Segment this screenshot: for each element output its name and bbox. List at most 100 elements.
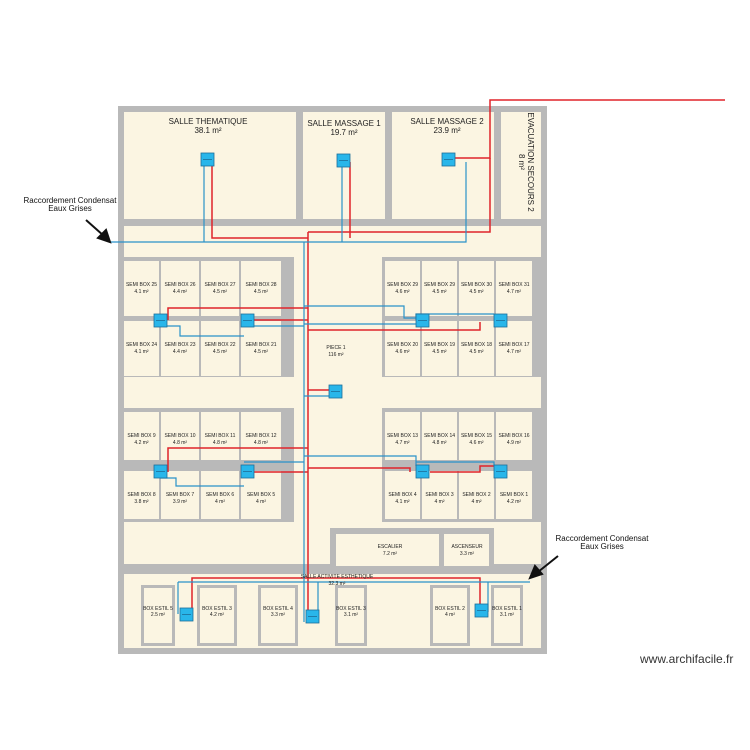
semi-box-name: SEMI BOX 4 [388, 492, 417, 498]
semi-box-area: 4.1 m² [134, 349, 149, 355]
semi-box-area: 4.1 m² [134, 289, 149, 295]
annotation-right-line2: Eaux Grises [580, 542, 624, 551]
estil-box-area: 4.2 m² [210, 612, 225, 618]
semi-box-cell [496, 412, 532, 460]
hot-top-left-a [167, 307, 308, 320]
label-piece-1-name: PIECE 1 [326, 345, 345, 351]
estil-box-area: 3.1 m² [344, 612, 359, 618]
semi-box-name: SEMI BOX 10 [164, 433, 195, 439]
semi-box-area: 4.7 m² [395, 440, 410, 446]
estil-box-name: BOX ESTIL 4 [263, 606, 293, 612]
semi-box-name: SEMI BOX 22 [204, 342, 235, 348]
semi-box-name: SEMI BOX 19 [424, 342, 455, 348]
label-salle-thematique-area: 38.1 m² [194, 126, 221, 135]
estil-box-cell [494, 588, 520, 643]
water-lines [110, 162, 530, 622]
estil-box-cell [144, 588, 172, 643]
annotation-right-line1: Raccordement Condensat [556, 534, 650, 543]
semi-box-name: SEMI BOX 18 [461, 342, 492, 348]
arrow-right-line [537, 555, 559, 573]
semi-box-cell [459, 261, 494, 316]
semi-box-area: 4.5 m² [432, 349, 447, 355]
watermark: www.archifacile.fr [640, 652, 734, 666]
hot-main-feed [455, 99, 725, 159]
hot-bottom-right-a [308, 467, 411, 472]
semi-box-cell [385, 261, 420, 316]
label-ascenseur-name: ASCENSEUR [451, 544, 483, 550]
semi-box-area: 4.5 m² [213, 289, 228, 295]
estil-box-cells [141, 585, 523, 646]
label-salle-activite-area: 32.3 m² [329, 581, 346, 587]
semi-box-cell [241, 261, 281, 316]
estil-box-name: BOX ESTIL 3 [336, 606, 366, 612]
semi-box-name: SEMI BOX 7 [166, 492, 195, 498]
semi-box-cells [124, 261, 532, 519]
arrow-right-head [528, 564, 544, 580]
semi-box-cell [496, 321, 532, 376]
semi-box-area: 4.9 m² [507, 440, 522, 446]
room-salle-activite [124, 574, 541, 648]
annotation-left-line2: Eaux Grises [48, 204, 92, 213]
hot-activite [191, 577, 481, 612]
water-bottom-left-a [160, 477, 244, 487]
hot-massage-2-drop [308, 158, 491, 233]
semi-box-area: 4.5 m² [254, 349, 269, 355]
hot-water-lines [167, 99, 725, 622]
semi-box-area: 4.5 m² [469, 349, 484, 355]
semi-box-area: 4.5 m² [213, 349, 228, 355]
label-ascenseur-area: 3.3 m² [460, 551, 475, 557]
room-ascenseur [444, 534, 489, 566]
room-escalier [336, 534, 439, 566]
semi-box-name: SEMI BOX 26 [164, 282, 195, 288]
semi-box-name: SEMI BOX 30 [461, 282, 492, 288]
estil-box-cell [261, 588, 295, 643]
semi-box-name: SEMI BOX 31 [498, 282, 529, 288]
estil-box-area: 3.3 m² [271, 612, 286, 618]
semi-box-name: SEMI BOX 2 [462, 492, 491, 498]
semi-box-area: 4.2 m² [134, 440, 149, 446]
semi-box-cell [201, 261, 239, 316]
label-salle-massage-2-area: 23.9 m² [433, 126, 460, 135]
label-escalier-name: ESCALIER [378, 544, 403, 550]
hot-bottom-left-a [167, 447, 308, 472]
semi-box-name: SEMI BOX 3 [425, 492, 454, 498]
semi-box-name: SEMI BOX 29 [424, 282, 455, 288]
semi-box-name: SEMI BOX 25 [126, 282, 157, 288]
semi-box-name: SEMI BOX 6 [206, 492, 235, 498]
room-evacuation [501, 112, 541, 219]
semi-box-area: 4.7 m² [507, 349, 522, 355]
estil-box-name: BOX ESTIL 5 [143, 606, 173, 612]
semi-box-cell [385, 412, 420, 460]
semi-box-cell [161, 471, 199, 519]
semi-box-cell [124, 412, 159, 460]
semi-box-cell [459, 471, 494, 519]
estil-box-cell [338, 588, 364, 643]
hot-thematique [211, 162, 308, 239]
semi-box-name: SEMI BOX 21 [245, 342, 276, 348]
semi-box-area: 4.5 m² [469, 289, 484, 295]
estil-box-cell [200, 588, 234, 643]
label-salle-massage-2-name: SALLE MASSAGE 2 [410, 117, 484, 126]
semi-box-name: SEMI BOX 20 [387, 342, 418, 348]
hot-top-right-b [422, 322, 481, 331]
label-escalier-area: 7.2 m² [383, 551, 398, 557]
semi-box-area: 3.8 m² [134, 499, 149, 505]
semi-box-name: SEMI BOX 14 [424, 433, 455, 439]
semi-box-cell [241, 321, 281, 376]
water-top-left-a [160, 325, 244, 337]
arrow-left-head [96, 228, 112, 244]
semi-box-name: SEMI BOX 16 [498, 433, 529, 439]
semi-box-area: 4.8 m² [173, 440, 188, 446]
semi-box-cell [201, 412, 239, 460]
hot-bottom-right-b [430, 465, 495, 473]
estil-box-name: BOX ESTIL 3 [202, 606, 232, 612]
label-salle-massage-1-name: SALLE MASSAGE 1 [307, 119, 381, 128]
semi-box-name: SEMI BOX 29 [387, 282, 418, 288]
semi-box-area: 4 m² [472, 499, 482, 505]
semi-box-area: 4 m² [215, 499, 225, 505]
semi-box-area: 4.8 m² [254, 440, 269, 446]
semi-box-area: 4.1 m² [395, 499, 410, 505]
semi-box-area: 4 m² [256, 499, 266, 505]
label-salle-thematique-name: SALLE THEMATIQUE [169, 117, 248, 126]
